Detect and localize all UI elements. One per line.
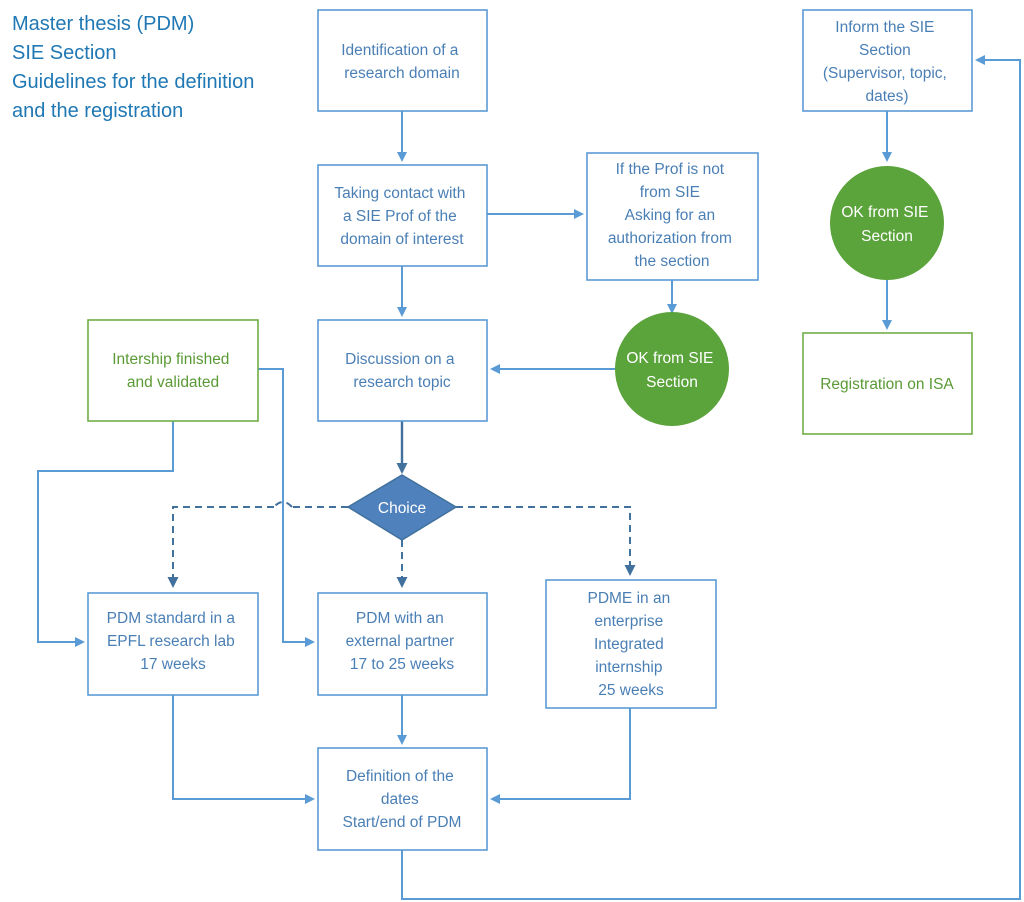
diagram-title: Master thesis (PDM) SIE Section Guidelin… bbox=[12, 10, 254, 126]
process-box bbox=[317, 9, 488, 112]
process-box bbox=[317, 747, 488, 851]
edge-definition-to-inform bbox=[401, 55, 1021, 900]
title-line: and the registration bbox=[12, 100, 184, 122]
edge-choice-to-pdme bbox=[456, 506, 636, 576]
edge-choice-hop bbox=[273, 501, 293, 508]
node-label: OK from SIE Section bbox=[841, 204, 932, 245]
node-ok-section-1: OK from SIE Section bbox=[615, 312, 729, 426]
title-line: Master thesis (PDM) bbox=[12, 13, 195, 35]
process-box bbox=[317, 592, 488, 696]
node-label: OK from SIE Section bbox=[626, 350, 717, 391]
node-internship: Intership finished and validated bbox=[87, 319, 259, 422]
node-registration: Registration on ISA bbox=[802, 332, 973, 435]
node-inform: Inform the SIE Section (Supervisor, topi… bbox=[802, 9, 973, 112]
approval-circle bbox=[615, 312, 729, 426]
approval-circle bbox=[830, 166, 944, 280]
node-label: Registration on ISA bbox=[820, 376, 954, 393]
node-label: PDME in an enterprise Integrated interns… bbox=[587, 590, 674, 699]
process-box bbox=[586, 152, 759, 281]
process-box bbox=[317, 164, 488, 267]
node-label: PDM with an external partner 17 to 25 we… bbox=[346, 610, 459, 673]
node-choice: Choice bbox=[346, 474, 458, 541]
node-pdm-external: PDM with an external partner 17 to 25 we… bbox=[317, 592, 488, 696]
node-label: Choice bbox=[378, 500, 426, 517]
node-ok-section-2: OK from SIE Section bbox=[830, 166, 944, 280]
edge-standard-to-definition bbox=[172, 695, 315, 804]
node-label: Definition of the dates Start/end of PDM bbox=[343, 768, 462, 831]
process-box bbox=[87, 592, 259, 696]
node-prof-not-sie: If the Prof is not from SIE Asking for a… bbox=[586, 152, 759, 281]
decision-diamond bbox=[346, 474, 458, 541]
node-contact: Taking contact with a SIE Prof of the do… bbox=[317, 164, 488, 267]
edge-internship-to-standard bbox=[37, 421, 174, 647]
process-box bbox=[545, 579, 717, 709]
node-label: Discussion on a research topic bbox=[345, 351, 459, 391]
node-label: PDM standard in a EPFL research lab 17 w… bbox=[107, 610, 240, 673]
title-line: Guidelines for the definition bbox=[12, 71, 255, 93]
node-identification: Identification of a research domain bbox=[317, 9, 488, 112]
edge-internship-to-external bbox=[258, 368, 315, 647]
node-label: Identification of a research domain bbox=[341, 42, 463, 82]
edge-pdme-to-definition bbox=[490, 708, 631, 804]
node-definition: Definition of the dates Start/end of PDM bbox=[317, 747, 488, 851]
start-box bbox=[87, 319, 259, 422]
node-label: Intership finished and validated bbox=[112, 351, 234, 391]
node-discussion: Discussion on a research topic bbox=[317, 319, 488, 422]
node-pdm-standard: PDM standard in a EPFL research lab 17 w… bbox=[87, 592, 259, 696]
process-box bbox=[317, 319, 488, 422]
process-box bbox=[802, 9, 973, 112]
end-box bbox=[802, 332, 973, 435]
node-label: Taking contact with a SIE Prof of the do… bbox=[334, 185, 469, 248]
node-label: If the Prof is not from SIE Asking for a… bbox=[608, 161, 736, 270]
title-line: SIE Section bbox=[12, 42, 117, 64]
edge-choice-to-standard bbox=[167, 506, 274, 588]
edges bbox=[37, 55, 1021, 900]
node-label: Inform the SIE Section (Supervisor, topi… bbox=[823, 19, 951, 105]
node-pdme: PDME in an enterprise Integrated interns… bbox=[545, 579, 717, 709]
